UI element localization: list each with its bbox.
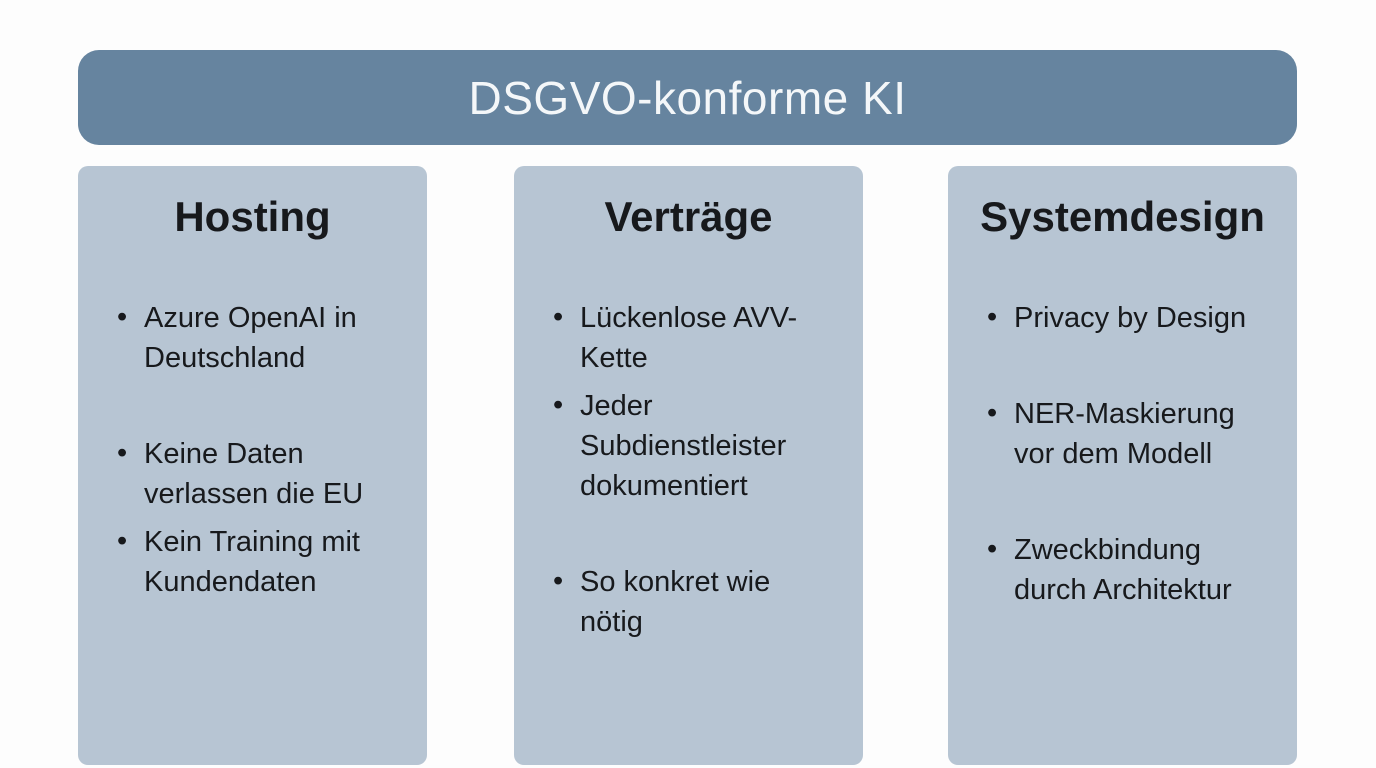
list-item: • So konkret wie nötig <box>553 562 839 642</box>
card-title: Verträge <box>604 193 773 240</box>
list-item-text: So konkret wie nötig <box>580 566 771 639</box>
list-item-text: Zweckbindung durch Architektur <box>1014 534 1232 607</box>
bullet-list: • Privacy by Design • NER-Maskierung vor de… <box>948 298 1297 610</box>
list-item: • Privacy by Design <box>987 298 1273 338</box>
spacer <box>118 386 403 426</box>
bullet-icon: • <box>553 389 564 422</box>
list-item-text: Privacy by Design <box>1014 302 1247 335</box>
card-1: Verträge • Lückenlose AVV- Kette • Jeder Su… <box>514 166 863 765</box>
spacer <box>554 514 839 554</box>
bullet-list: • Lückenlose AVV- Kette • Jeder Subdienstle… <box>514 298 863 642</box>
list-item-text: Jeder Subdienstleister dokumentiert <box>580 390 787 503</box>
header-banner: DSGVO-konforme KI <box>78 50 1297 145</box>
list-item: • Azure OpenAI in Deutschland <box>117 298 403 378</box>
bullet-icon: • <box>117 437 128 470</box>
bullet-icon: • <box>553 565 564 598</box>
list-item-text: Keine Daten verlassen die EU <box>144 438 364 511</box>
list-item: • Keine Daten verlassen die EU <box>117 434 403 514</box>
bullet-icon: • <box>987 301 998 334</box>
spacer <box>988 482 1273 522</box>
bullet-icon: • <box>987 397 998 430</box>
card-title: Hosting <box>174 193 331 240</box>
bullet-list: • Azure OpenAI in Deutschland • Keine Daten… <box>78 298 427 602</box>
list-item: • NER-Maskierung vor dem Modell <box>987 394 1273 474</box>
list-item-text: Kein Training mit Kundendaten <box>144 526 360 599</box>
list-item: • Jeder Subdienstleister dokumentiert <box>553 386 839 506</box>
bullet-icon: • <box>117 301 128 334</box>
bullet-icon: • <box>987 533 998 566</box>
card-title: Systemdesign <box>980 193 1265 240</box>
card-2: Systemdesign • Privacy by Design • NER-Mask… <box>948 166 1297 765</box>
bullet-icon: • <box>553 301 564 334</box>
list-item: • Zweckbindung durch Architektur <box>987 530 1273 610</box>
spacer <box>988 346 1273 386</box>
card-0: Hosting • Azure OpenAI in Deutschland • Kei… <box>78 166 427 765</box>
bullet-icon: • <box>117 525 128 558</box>
list-item: • Lückenlose AVV- Kette <box>553 298 839 378</box>
list-item-text: Lückenlose AVV- Kette <box>580 302 798 375</box>
list-item-text: NER-Maskierung vor dem Modell <box>1014 398 1235 471</box>
list-item-text: Azure OpenAI in Deutschland <box>144 302 357 375</box>
list-item: • Kein Training mit Kundendaten <box>117 522 403 602</box>
header-title: DSGVO-konforme KI <box>468 71 907 124</box>
